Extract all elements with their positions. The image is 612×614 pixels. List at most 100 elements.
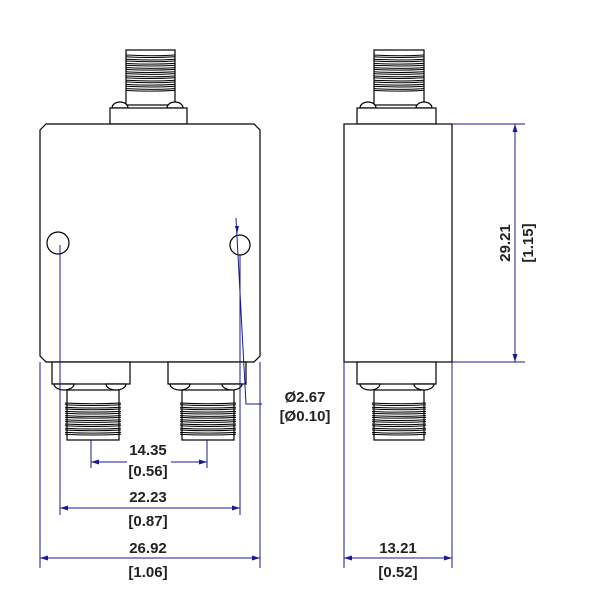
side-top-connector: [356, 49, 437, 125]
thread-line: [125, 71, 176, 74]
front-body: [39, 123, 261, 363]
thread-line: [64, 412, 122, 415]
thread-line: [373, 62, 425, 65]
thread-line: [179, 416, 237, 419]
thread-line: [373, 73, 425, 75]
thread-line: [371, 410, 427, 413]
dimension-port-spacing: 14.35 [0.56]: [90, 440, 208, 480]
dimension-height: 29.21 [1.15]: [452, 123, 537, 363]
dimension-width: 26.92 [1.06]: [39, 362, 261, 581]
thread-line: [125, 54, 176, 57]
thread-line: [373, 58, 425, 61]
thread-line: [371, 416, 427, 419]
thread-line: [373, 85, 425, 88]
thread-line: [371, 427, 427, 430]
thread-line: [125, 81, 176, 84]
thread-lines: [179, 402, 237, 436]
thread-line: [125, 62, 176, 65]
thread-line: [371, 415, 427, 417]
thread-line: [371, 419, 427, 422]
width-in: [1.06]: [128, 564, 167, 581]
dimension-depth: 13.21 [0.52]: [343, 362, 453, 581]
thread-line: [179, 419, 237, 422]
thread-line: [179, 427, 237, 430]
depth-in: [0.52]: [378, 564, 417, 581]
thread-line: [179, 425, 237, 428]
front-view: [39, 49, 261, 441]
thread-line: [64, 433, 122, 436]
thread-line: [64, 419, 122, 422]
thread-line: [125, 56, 176, 59]
dimension-hole-diameter: Ø2.67 [Ø0.10]: [235, 217, 331, 425]
thread-line: [371, 431, 427, 434]
height-mm: 29.21: [497, 224, 514, 262]
thread-line: [371, 402, 427, 405]
thread-line: [64, 423, 122, 426]
thread-lines: [64, 402, 122, 436]
thread-line: [179, 433, 237, 436]
thread-line: [64, 429, 122, 432]
thread-line: [125, 89, 176, 92]
thread-line: [179, 408, 237, 411]
hole-diameter-mm: Ø2.67: [285, 389, 326, 406]
hole-diameter-in: [Ø0.10]: [280, 408, 331, 425]
thread-line: [125, 77, 176, 80]
thread-line: [64, 404, 122, 407]
thread-line: [371, 404, 427, 407]
thread-line: [371, 433, 427, 436]
thread-lines: [125, 54, 176, 92]
side-body: [343, 123, 453, 363]
thread-line: [64, 425, 122, 428]
thread-line: [373, 81, 425, 84]
thread-line: [64, 402, 122, 405]
thread-line: [125, 58, 176, 61]
port-spacing-mm: 14.35: [129, 442, 167, 459]
mounting-hole-right: [229, 234, 251, 256]
thread-line: [179, 402, 237, 405]
thread-line: [125, 67, 176, 69]
thread-line: [125, 88, 176, 90]
hole-spacing-mm: 22.23: [129, 489, 167, 506]
thread-line: [125, 64, 176, 67]
thread-line: [125, 85, 176, 88]
thread-line: [179, 412, 237, 415]
thread-line: [64, 421, 122, 423]
thread-line: [371, 408, 427, 411]
port-spacing-in: [0.56]: [128, 463, 167, 480]
thread-line: [373, 56, 425, 59]
thread-line: [373, 68, 425, 71]
thread-line: [179, 421, 237, 423]
thread-line: [373, 71, 425, 74]
top-connector: [109, 49, 188, 125]
thread-line: [125, 73, 176, 75]
thread-line: [125, 60, 176, 63]
thread-line: [371, 423, 427, 426]
side-view: [343, 49, 453, 441]
height-in: [1.15]: [520, 223, 537, 262]
thread-line: [125, 83, 176, 86]
hole-spacing-in: [0.87]: [128, 513, 167, 530]
thread-line: [179, 415, 237, 417]
thread-line: [179, 431, 237, 434]
thread-line: [373, 83, 425, 86]
thread-line: [371, 425, 427, 428]
thread-line: [64, 408, 122, 411]
thread-line: [179, 423, 237, 426]
thread-line: [373, 67, 425, 69]
thread-line: [373, 79, 425, 82]
thread-line: [371, 421, 427, 423]
thread-line: [373, 77, 425, 80]
bottom-connector-left: [51, 361, 131, 441]
thread-line: [64, 410, 122, 413]
thread-line: [179, 404, 237, 407]
thread-lines: [371, 402, 427, 436]
thread-line: [371, 412, 427, 415]
thread-line: [373, 64, 425, 67]
thread-line: [179, 410, 237, 413]
thread-line: [64, 427, 122, 430]
thread-line: [373, 75, 425, 78]
thread-line: [64, 406, 122, 409]
width-mm: 26.92: [129, 540, 167, 557]
